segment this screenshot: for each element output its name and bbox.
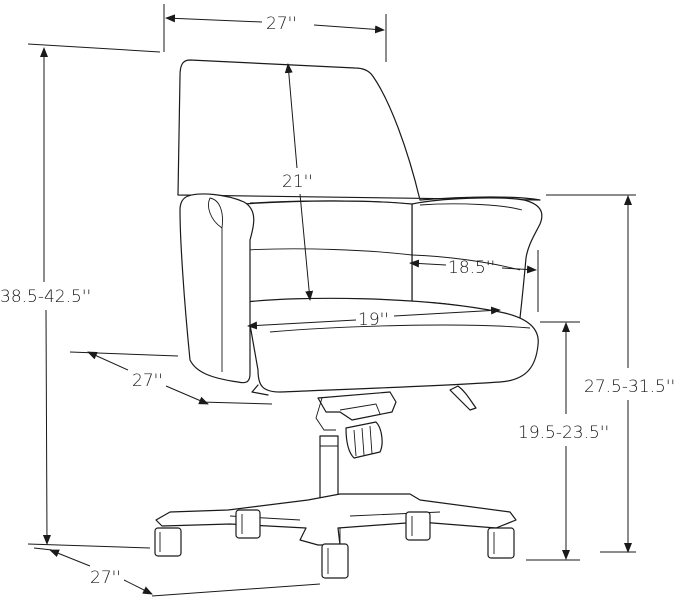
label-seat-width: 19''	[358, 310, 389, 330]
chair-right-arm-seam	[411, 254, 521, 271]
dim-overall-height: 38.5-42.5''	[0, 43, 161, 549]
chair-illustration	[154, 59, 543, 579]
caster-back-left	[235, 509, 261, 539]
label-arm-width: 18.5''	[448, 258, 495, 278]
chair-backrest	[177, 59, 541, 201]
dim-base-width: 27''	[33, 547, 321, 597]
label-arm-height: 27.5-31.5''	[584, 377, 675, 397]
chair-seat-underside	[251, 384, 269, 396]
label-back-height: 21''	[282, 172, 313, 192]
dim-arm-height: 27.5-31.5''	[546, 194, 675, 553]
label-overall-height: 38.5-42.5''	[0, 287, 91, 307]
chair-rear-bracket	[449, 385, 477, 411]
caster-back-right	[405, 511, 431, 541]
chair-mechanism	[317, 391, 397, 421]
caster-front	[321, 543, 349, 579]
label-overall-width: 27''	[266, 14, 297, 34]
caster-right	[487, 527, 515, 559]
label-base-width: 27''	[90, 568, 121, 588]
chair-back-panel	[243, 200, 413, 303]
dim-back-height: 21''	[282, 63, 314, 301]
dim-arm-width: 18.5''	[409, 250, 539, 312]
dim-overall-width: 27''	[163, 4, 387, 62]
chair-seat	[245, 297, 539, 393]
caster-left	[154, 527, 182, 557]
label-seat-depth: 27''	[132, 371, 163, 391]
chair-right-arm-top	[419, 203, 523, 211]
chair-seat-front	[269, 324, 531, 333]
chair-base	[155, 493, 517, 546]
dim-seat-width: 19''	[247, 306, 501, 330]
chair-left-arm	[179, 193, 255, 384]
dim-seat-height: 19.5-23.5''	[518, 321, 609, 561]
label-seat-height: 19.5-23.5''	[518, 423, 609, 443]
dim-seat-depth: 27''	[69, 351, 273, 405]
